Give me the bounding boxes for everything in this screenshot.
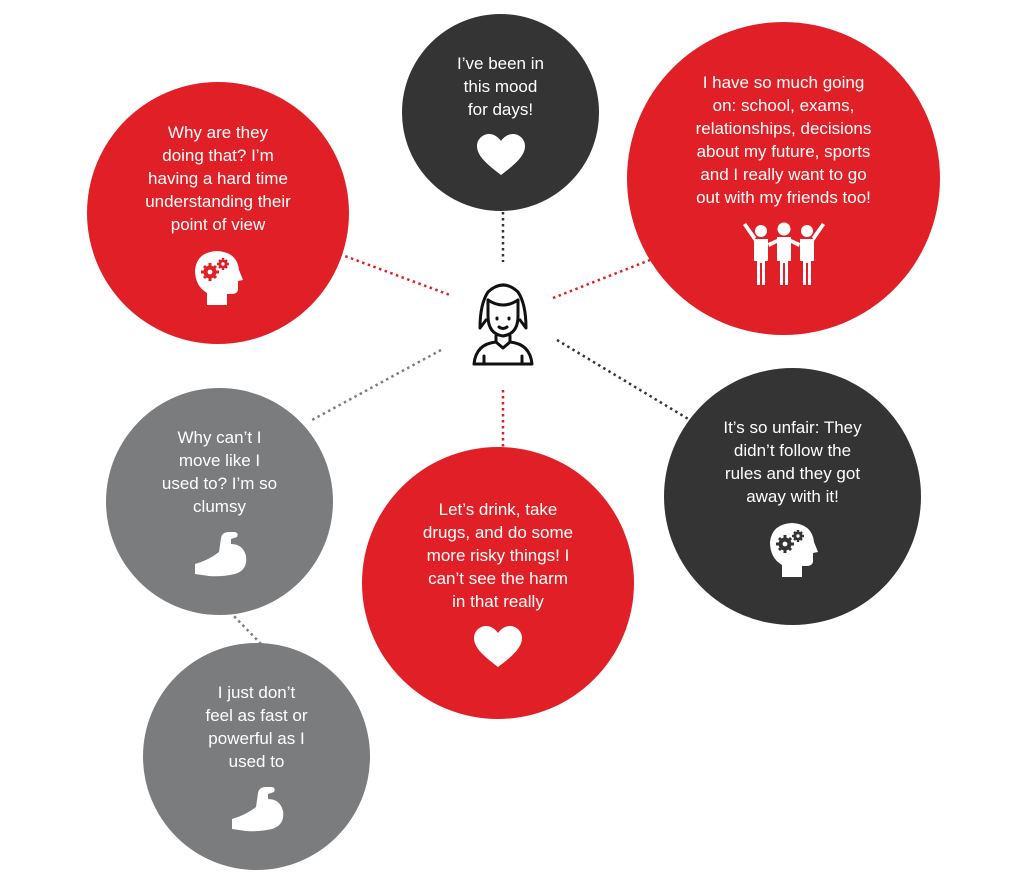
bubble-unfair: It’s so unfair: They didn’t follow the r… (664, 368, 921, 625)
heart-icon (474, 625, 522, 667)
bubble-busy-text: I have so much going on: school, exams, … (695, 72, 872, 207)
group-cheering-icon (742, 222, 825, 285)
bubble-unfair-text: It’s so unfair: They didn’t follow the r… (723, 417, 862, 506)
bubble-mood-text: I’ve been in this mood for days! (457, 54, 544, 119)
bubble-mood: I’ve been in this mood for days! (402, 14, 599, 211)
teen-girl-icon (472, 283, 534, 366)
bubble-point-of-view: Why are they doing that? I’m having a ha… (87, 82, 349, 344)
connector-view (333, 250, 451, 297)
bubble-power-text: I just don’t feel as fast or powerful as… (205, 682, 308, 771)
bubble-risky-text: Let’s drink, take drugs, and do some mor… (422, 499, 574, 611)
heart-icon (476, 134, 525, 175)
connector-busy (552, 258, 651, 300)
bubble-power: I just don’t feel as fast or powerful as… (143, 643, 370, 870)
head-gears-icon (195, 250, 243, 305)
flexed-arm-icon (194, 531, 246, 576)
bubble-point-of-view-text: Why are they doing that? I’m having a ha… (145, 122, 291, 234)
bubble-risky: Let’s drink, take drugs, and do some mor… (362, 447, 634, 719)
bubble-busy: I have so much going on: school, exams, … (627, 22, 940, 335)
connector-clumsy-power (229, 611, 263, 646)
connector-clumsy (311, 348, 442, 422)
bubble-clumsy: Why can’t I move like I used to? I’m so … (106, 388, 333, 615)
flexed-arm-icon (231, 786, 283, 831)
connector-unfair (556, 338, 691, 422)
bubble-clumsy-text: Why can’t I move like I used to? I’m so … (161, 427, 278, 516)
head-gears-icon (769, 522, 818, 577)
